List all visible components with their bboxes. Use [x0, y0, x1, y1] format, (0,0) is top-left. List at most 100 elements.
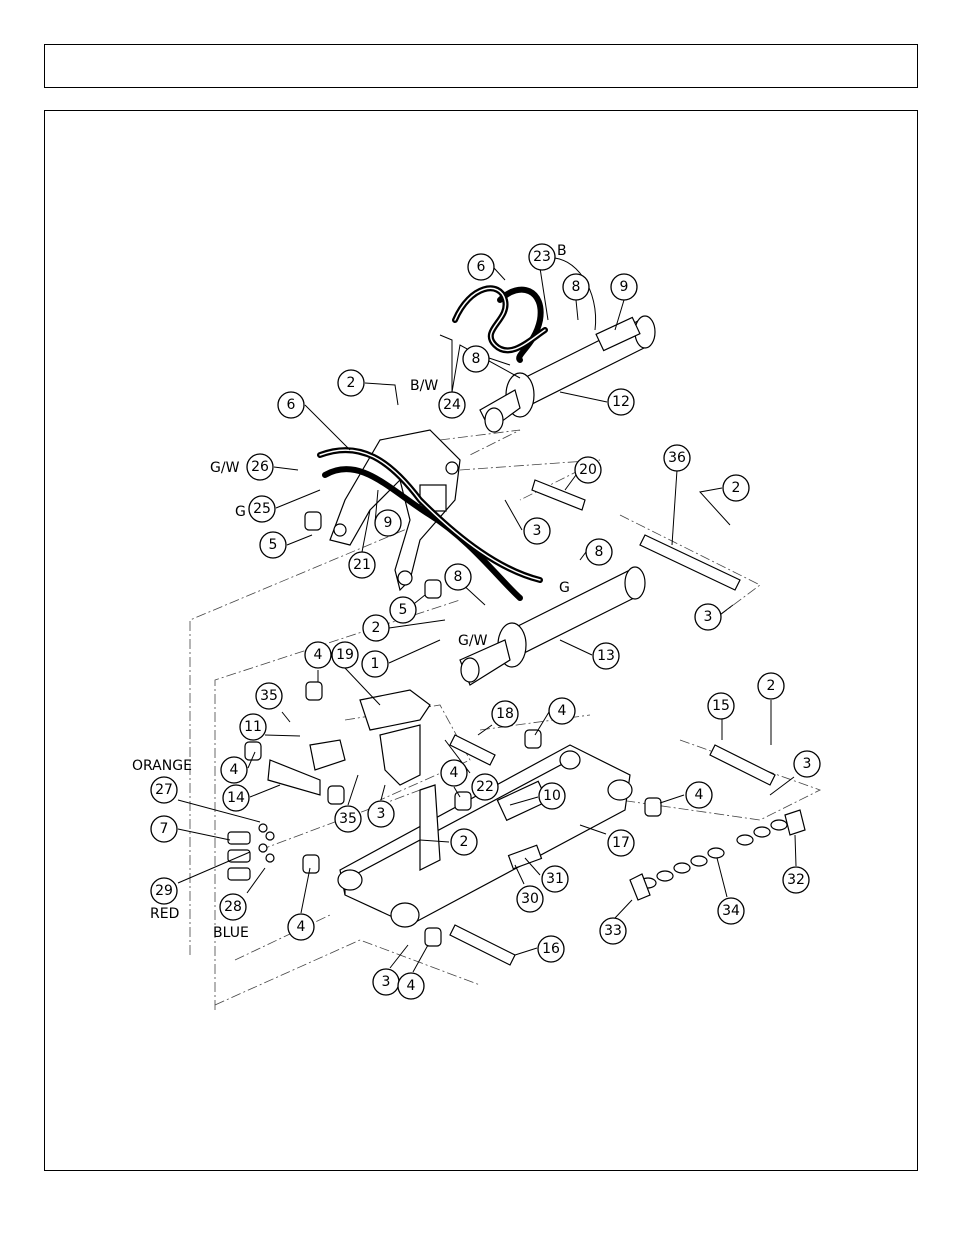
- callout-6: 6: [277, 391, 305, 419]
- hoses: [317, 285, 548, 601]
- callout-4: 4: [304, 641, 332, 669]
- callout-4: 4: [548, 697, 576, 725]
- callout-number: 5: [269, 537, 278, 553]
- callout-3: 3: [694, 603, 722, 631]
- callout-33: 33: [599, 917, 627, 945]
- callout-1: 1: [361, 650, 389, 678]
- callout-8: 8: [462, 345, 490, 373]
- callout-number: 2: [347, 375, 356, 391]
- header-box: [44, 44, 918, 88]
- callout-23: 23: [528, 243, 556, 271]
- callout-number: 32: [787, 872, 805, 888]
- callout-11: 11: [239, 713, 267, 741]
- callout-number: 2: [460, 834, 469, 850]
- callout-9: 9: [610, 273, 638, 301]
- callout-2: 2: [757, 672, 785, 700]
- callout-number: 31: [546, 871, 564, 887]
- callout-number: 20: [579, 462, 597, 478]
- callout-number: 18: [496, 706, 514, 722]
- label-orange: ORANGE: [132, 758, 192, 774]
- label-b: B: [557, 243, 567, 259]
- callout-number: 4: [314, 647, 323, 663]
- main-frame: [337, 744, 633, 928]
- callout-number: 4: [450, 765, 459, 781]
- callout-number: 26: [251, 459, 269, 475]
- callout-number: 3: [377, 806, 386, 822]
- callout-22: 22: [471, 773, 499, 801]
- callout-number: 2: [732, 480, 741, 496]
- callout-4: 4: [685, 781, 713, 809]
- callout-10: 10: [538, 782, 566, 810]
- callout-5: 5: [389, 596, 417, 624]
- callout-2: 2: [362, 614, 390, 642]
- callout-number: 33: [604, 923, 622, 939]
- callout-number: 22: [476, 779, 494, 795]
- callout-number: 27: [155, 782, 173, 798]
- callout-20: 20: [574, 456, 602, 484]
- callout-32: 32: [782, 866, 810, 894]
- callout-3: 3: [367, 800, 395, 828]
- callout-8: 8: [562, 273, 590, 301]
- callout-number: 5: [399, 602, 408, 618]
- callout-number: 11: [244, 719, 262, 735]
- callouts: 6 23 8 9 8 24 2 12 6 26 25 5 9 21 20 3 3…: [150, 243, 821, 1000]
- callout-number: 24: [443, 397, 461, 413]
- callout-14: 14: [222, 784, 250, 812]
- callout-2: 2: [337, 369, 365, 397]
- callout-36: 36: [663, 444, 691, 472]
- label-red: RED: [150, 906, 179, 922]
- callout-number: 4: [558, 703, 567, 719]
- callout-6: 6: [467, 253, 495, 281]
- callout-34: 34: [717, 897, 745, 925]
- label-gw-left: G/W: [210, 460, 240, 476]
- callout-number: 4: [407, 978, 416, 994]
- callout-24: 24: [438, 391, 466, 419]
- callout-number: 13: [597, 648, 615, 664]
- label-gw-mid: G/W: [458, 633, 488, 649]
- callout-12: 12: [607, 388, 635, 416]
- callout-number: 9: [620, 279, 629, 295]
- callout-31: 31: [541, 865, 569, 893]
- callout-number: 21: [353, 557, 371, 573]
- callout-number: 1: [371, 656, 380, 672]
- callout-13: 13: [592, 642, 620, 670]
- callout-3: 3: [372, 968, 400, 996]
- label-g-right: G: [559, 580, 570, 596]
- couplers: [227, 823, 275, 881]
- chain: [629, 809, 806, 901]
- diagram-frame: [44, 110, 918, 1171]
- callout-number: 3: [533, 523, 542, 539]
- callout-28: 28: [219, 893, 247, 921]
- callout-2: 2: [722, 474, 750, 502]
- callout-number: 16: [542, 941, 560, 957]
- callout-8: 8: [444, 563, 472, 591]
- callout-3: 3: [793, 750, 821, 778]
- callout-number: 29: [155, 883, 173, 899]
- callout-number: 4: [230, 762, 239, 778]
- callout-number: 8: [454, 569, 463, 585]
- callout-7: 7: [150, 815, 178, 843]
- callout-18: 18: [491, 700, 519, 728]
- callout-number: 15: [712, 698, 730, 714]
- callout-4: 4: [220, 756, 248, 784]
- callout-16: 16: [537, 935, 565, 963]
- callout-number: 7: [160, 821, 169, 837]
- callout-number: 2: [372, 620, 381, 636]
- callout-number: 10: [543, 788, 561, 804]
- callout-number: 35: [339, 811, 357, 827]
- callout-number: 3: [803, 756, 812, 772]
- callout-number: 9: [384, 515, 393, 531]
- callout-17: 17: [607, 829, 635, 857]
- callout-4: 4: [287, 913, 315, 941]
- upper-cylinder: [479, 315, 656, 433]
- callout-number: 30: [521, 891, 539, 907]
- callout-30: 30: [516, 885, 544, 913]
- pins-bushings: [244, 479, 776, 966]
- callout-35: 35: [334, 805, 362, 833]
- callout-number: 8: [472, 351, 481, 367]
- callout-5: 5: [259, 531, 287, 559]
- callout-19: 19: [331, 641, 359, 669]
- callout-2: 2: [450, 828, 478, 856]
- label-bw: B/W: [410, 378, 438, 394]
- callout-29: 29: [150, 877, 178, 905]
